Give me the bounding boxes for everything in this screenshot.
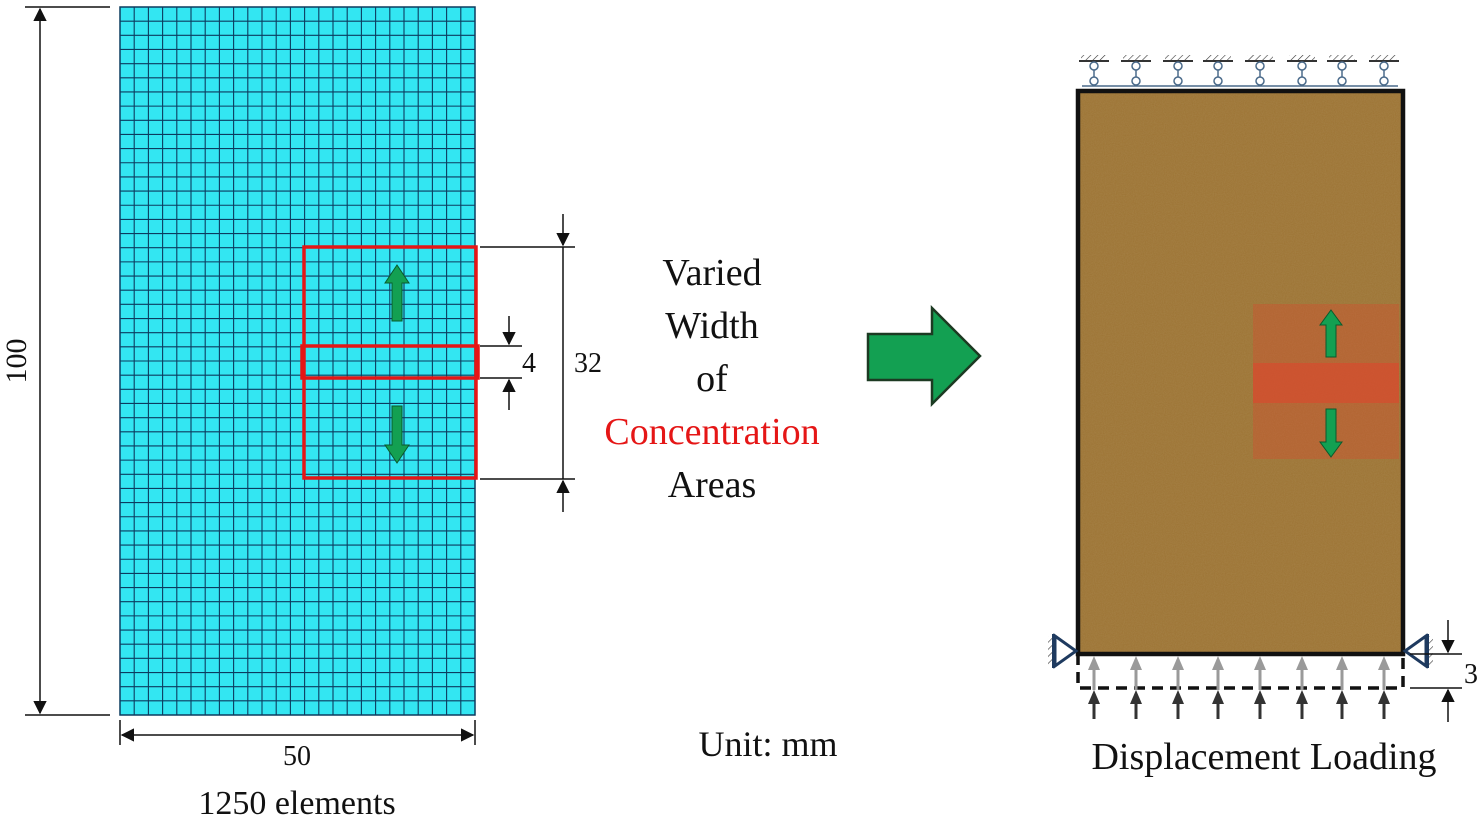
height-label: 100: [0, 339, 33, 384]
displacement-dimension: 3: [1410, 620, 1478, 722]
description-line-4: Concentration: [604, 411, 819, 453]
right-roller-support: [1402, 633, 1433, 669]
load-arrow: [1336, 656, 1348, 719]
transition-arrow: [866, 304, 982, 408]
fixed-support-icon: [1245, 55, 1275, 86]
inner-width-dimension: 4: [480, 316, 536, 410]
concentration-area-inner-box: [300, 344, 480, 380]
outer-width-label: 32: [574, 348, 602, 379]
mesh-panel: [119, 6, 480, 716]
description-line-2: Width: [665, 305, 758, 347]
fixed-support-icon: [1163, 55, 1193, 86]
left-roller-support: [1048, 633, 1079, 669]
concentration-area-outer-box: [302, 245, 478, 480]
load-arrow: [1088, 656, 1100, 719]
specimen-outline: [1075, 88, 1406, 657]
elements-count-label: 1250 elements: [198, 785, 395, 822]
mesh-up-arrow: [384, 264, 410, 322]
specimen-panel: 3 Displacement Loading: [1048, 55, 1478, 778]
load-arrow: [1254, 656, 1266, 719]
fixed-support-icon: [1203, 55, 1233, 86]
load-arrow: [1212, 656, 1224, 719]
unit-label: Unit: mm: [698, 724, 837, 764]
description-line-1: Varied: [662, 252, 761, 294]
concentration-zone-inner: [1253, 363, 1399, 403]
fixed-support-icon: [1079, 55, 1109, 86]
description-line-5: Areas: [668, 464, 757, 506]
height-dimension: 100: [0, 6, 110, 716]
fixed-support-icon: [1327, 55, 1357, 86]
load-arrow: [1130, 656, 1142, 719]
load-arrow: [1378, 656, 1390, 719]
mesh-down-arrow: [384, 405, 410, 464]
inner-width-label: 4: [522, 348, 536, 379]
specimen-down-arrow: [1319, 408, 1343, 458]
description-text: Varied Width of Concentration Areas: [604, 252, 819, 506]
load-arrow: [1296, 656, 1308, 719]
width-dimension: 50: [119, 720, 476, 772]
specimen-up-arrow: [1319, 309, 1343, 358]
displacement-load-arrows: [1088, 656, 1390, 719]
load-arrow: [1172, 656, 1184, 719]
top-fixed-supports: [1079, 55, 1399, 86]
fixed-support-icon: [1369, 55, 1399, 86]
specimen-caption: Displacement Loading: [1091, 736, 1436, 778]
fixed-support-icon: [1287, 55, 1317, 86]
displacement-label: 3: [1464, 659, 1478, 690]
outer-width-dimension: 32: [480, 214, 602, 512]
displaced-boundary: [1076, 654, 1405, 690]
description-line-3: of: [696, 358, 728, 400]
mesh-grid: [120, 7, 475, 715]
fixed-support-icon: [1121, 55, 1151, 86]
width-label: 50: [283, 741, 311, 772]
